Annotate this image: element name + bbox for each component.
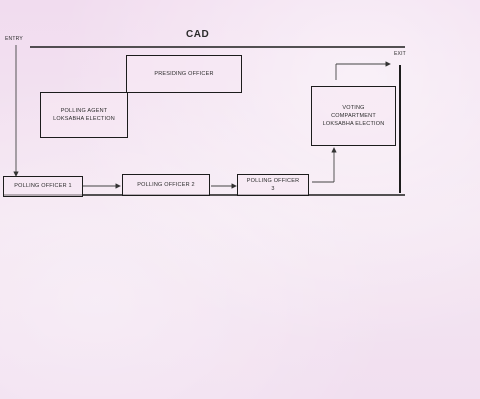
polling-officer-2-box: POLLING OFFICER 2 — [122, 174, 210, 196]
polling-officer-3-box: POLLING OFFICER 3 — [237, 174, 309, 196]
polling-agent-sublabel: LOKSABHA ELECTION — [53, 116, 115, 122]
polling-agent-label: POLLING AGENT — [60, 107, 108, 114]
presiding-officer-label: PRESIDING OFFICER — [154, 70, 214, 77]
voting-compartment-sublabel: LOKSABHA ELECTION — [322, 121, 385, 128]
diagram-title: CAD — [186, 29, 210, 40]
presiding-officer-box: PRESIDING OFFICER — [126, 55, 242, 93]
polling-agent-box: POLLING AGENT LOKSABHA ELECTION — [40, 92, 128, 138]
polling-officer-3-number: 3 — [271, 186, 275, 192]
exit-label: EXIT — [394, 51, 406, 57]
voting-compartment-label: VOTING — [342, 104, 365, 111]
voting-compartment-label-2: COMPARTMENT — [331, 112, 376, 119]
polling-officer-1-box: POLLING OFFICER 1 — [3, 176, 83, 197]
polling-officer-1-label: POLLING OFFICER 1 — [14, 183, 72, 190]
polling-officer-3-label: POLLING OFFICER — [246, 177, 300, 184]
voting-compartment-box: VOTING COMPARTMENT LOKSABHA ELECTION — [311, 86, 396, 146]
entry-label: ENTRY — [5, 36, 23, 42]
polling-officer-2-label: POLLING OFFICER 2 — [137, 181, 195, 188]
